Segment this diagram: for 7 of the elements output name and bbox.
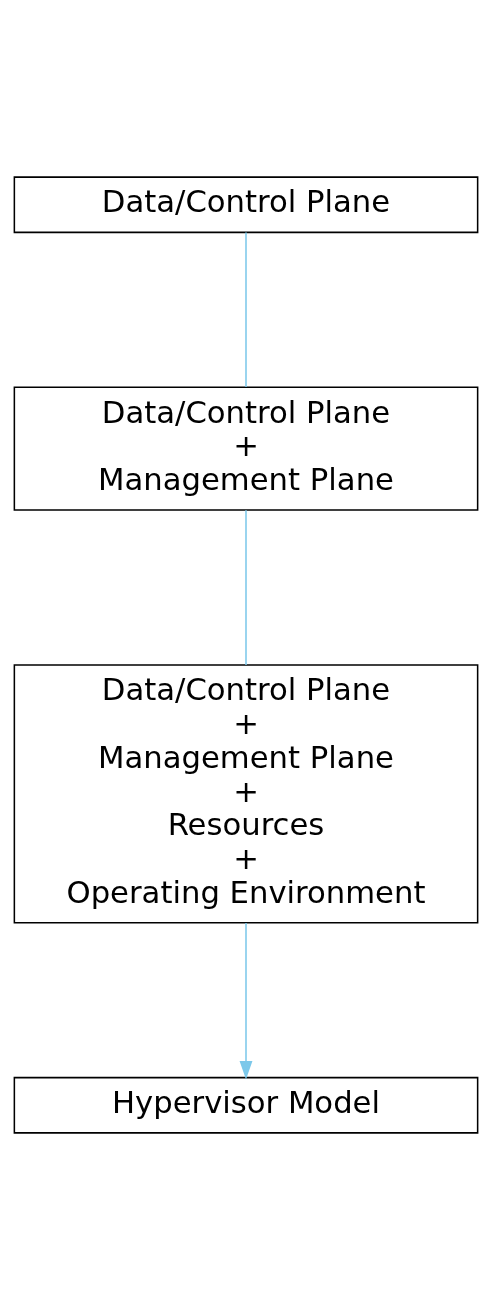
node-box: Hypervisor Model (13, 1076, 479, 1134)
node-box: Data/Control Plane + Management Plane + Resources + Operating Environment (13, 664, 479, 924)
arrow (239, 922, 253, 1080)
node-box: Data/Control Plane + Management Plane (13, 386, 479, 511)
node-box: Data/Control Plane (13, 176, 479, 234)
connector (245, 509, 247, 666)
connector (245, 231, 247, 388)
